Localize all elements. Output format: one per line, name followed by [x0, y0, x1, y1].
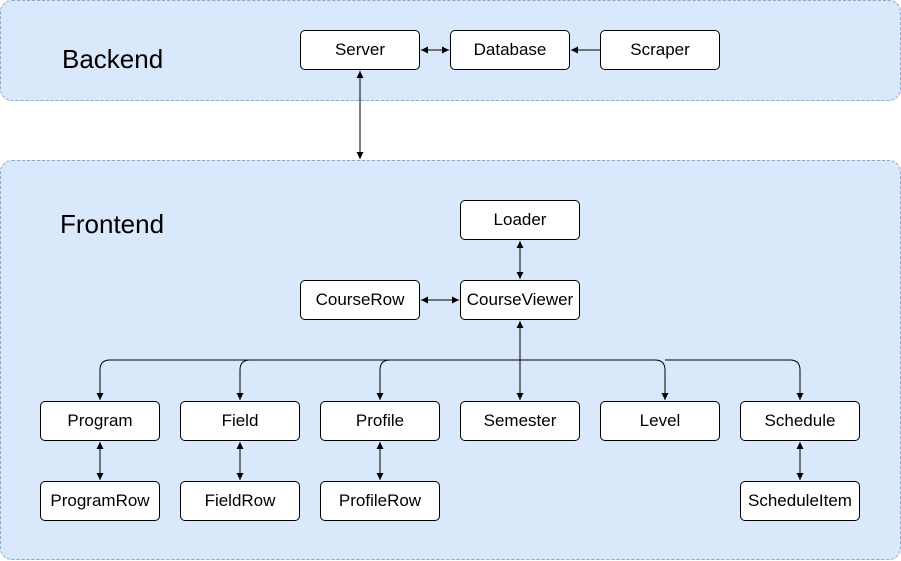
profile-node[interactable]: Profile — [320, 401, 440, 441]
program-node[interactable]: Program — [40, 401, 160, 441]
backend-title: Backend — [62, 44, 164, 74]
courserow-node[interactable]: CourseRow — [300, 280, 420, 320]
scheduleitem-node[interactable]: ScheduleItem — [740, 481, 860, 521]
courseviewer-node[interactable]: CourseViewer — [460, 280, 580, 320]
loader-node[interactable]: Loader — [460, 200, 580, 240]
level-node[interactable]: Level — [600, 401, 720, 441]
server-node[interactable]: Server — [300, 30, 420, 70]
fieldrow-node[interactable]: FieldRow — [180, 481, 300, 521]
frontend-title: Frontend — [60, 209, 165, 239]
scraper-node[interactable]: Scraper — [600, 30, 720, 70]
programrow-node[interactable]: ProgramRow — [40, 481, 160, 521]
schedule-node[interactable]: Schedule — [740, 401, 860, 441]
profilerow-node[interactable]: ProfileRow — [320, 481, 440, 521]
field-node[interactable]: Field — [180, 401, 300, 441]
database-node[interactable]: Database — [450, 30, 570, 70]
semester-node[interactable]: Semester — [460, 401, 580, 441]
